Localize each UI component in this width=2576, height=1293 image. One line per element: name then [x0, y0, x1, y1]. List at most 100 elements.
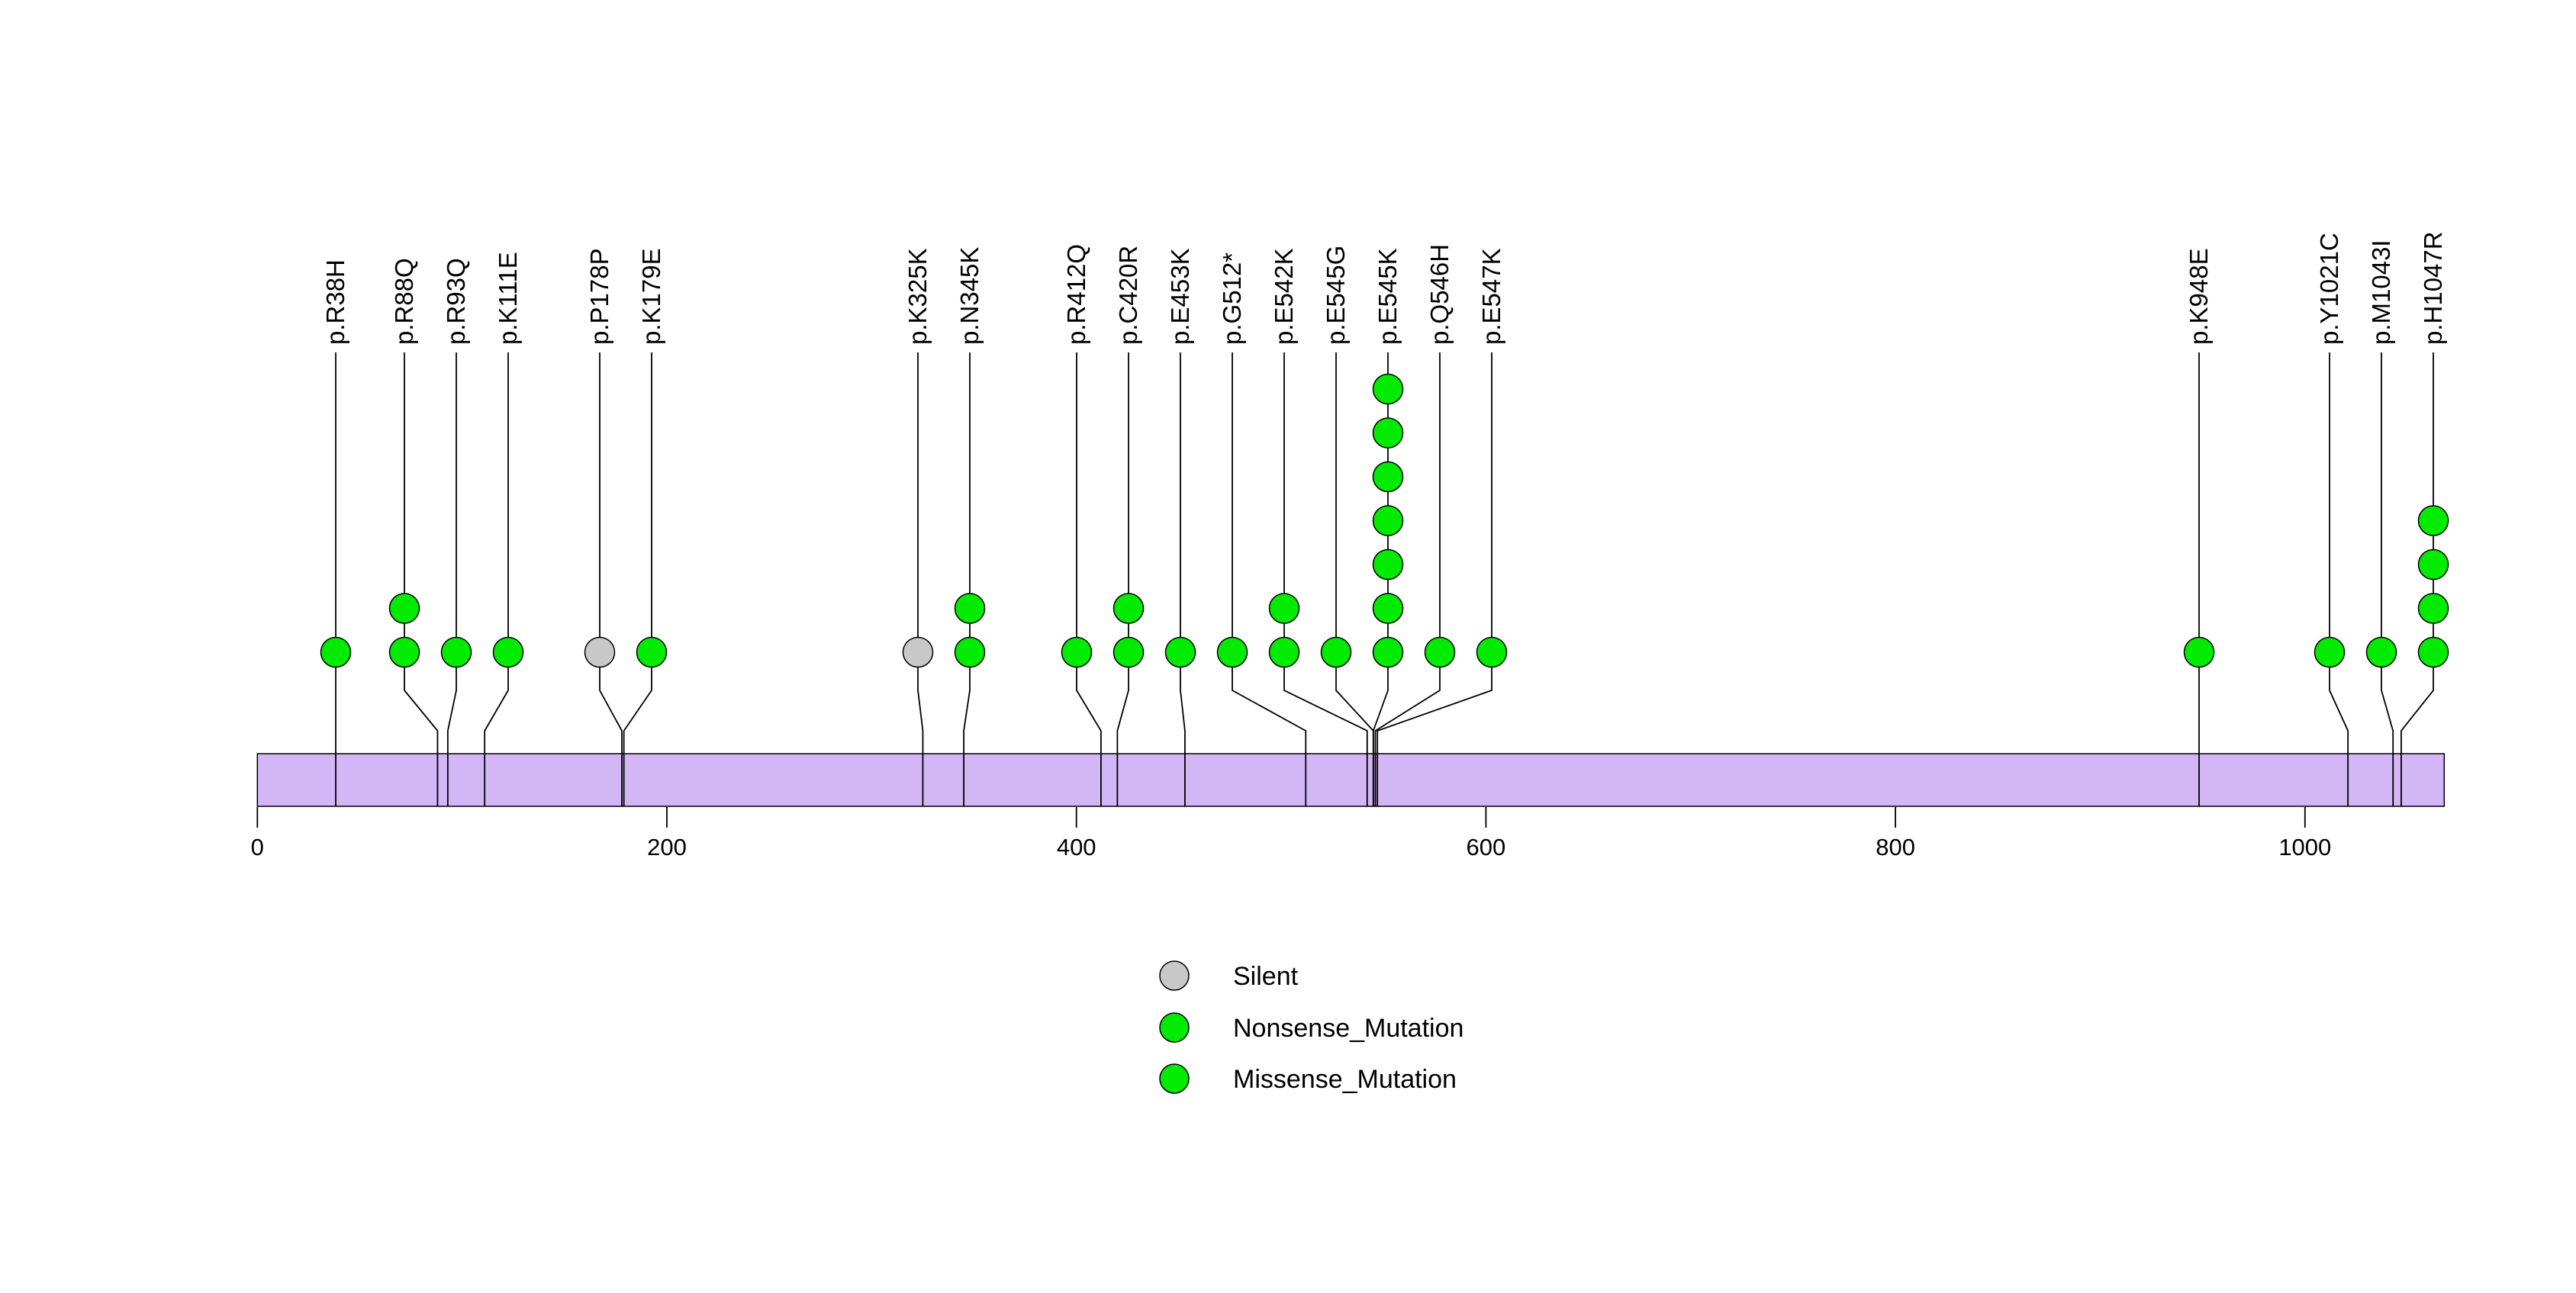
lollipop-stem	[1180, 352, 1186, 806]
mutation-label: p.K325K	[903, 248, 932, 345]
lollipop-stem	[599, 352, 623, 806]
mutation-label: p.K111E	[494, 252, 522, 345]
legend-swatch-circle	[1159, 1012, 1190, 1043]
legend-item-Nonsense_Mutation: Nonsense_Mutation	[1159, 1012, 1463, 1043]
mutation-circle	[1061, 636, 1093, 668]
mutation-circle	[492, 636, 524, 668]
mutation-circle	[1113, 636, 1145, 668]
lollipop-p.R88Q: p.R88Q	[388, 258, 439, 806]
axis-tick-label: 800	[1876, 834, 1915, 860]
lollipop-stem	[484, 352, 509, 806]
lollipop-p.Y1021C: p.Y1021C	[2314, 233, 2349, 806]
mutation-circle	[1372, 593, 1404, 624]
lollipop-stem	[1283, 352, 1368, 806]
lollipop-stem	[1076, 352, 1102, 806]
lollipop-p.R38H: p.R38H	[320, 259, 352, 806]
lollipop-p.C420R: p.C420R	[1113, 246, 1145, 806]
lollipop-p.Q546H: p.Q546H	[1374, 244, 1456, 806]
mutation-label: p.M1043I	[2367, 240, 2395, 345]
axis-tick-label: 200	[647, 834, 687, 860]
mutation-circle	[2417, 548, 2449, 581]
lollipop-stem	[2401, 352, 2434, 806]
mutation-label: p.E545K	[1373, 248, 1402, 345]
mutation-label: p.R412Q	[1062, 244, 1090, 345]
mutation-label: p.K179E	[637, 248, 665, 345]
mutation-circle	[1372, 417, 1404, 449]
mutation-label: p.C420R	[1114, 246, 1142, 345]
mutation-label: p.R93Q	[442, 258, 470, 345]
lollipop-stem	[1374, 352, 1441, 806]
mutation-label: p.K948E	[2185, 248, 2213, 345]
mutation-label: p.R88Q	[390, 258, 418, 345]
mutation-label: p.E547K	[1477, 248, 1505, 345]
lollipop-stem	[963, 352, 971, 806]
axis-tick-label: 600	[1467, 834, 1506, 860]
mutation-label: p.E545G	[1322, 246, 1350, 345]
mutation-circle	[1372, 373, 1404, 405]
mutation-circle	[2365, 636, 2397, 668]
lollipop-p.E542K: p.E542K	[1268, 248, 1368, 806]
lollipop-p.R412Q: p.R412Q	[1061, 244, 1102, 806]
mutation-circle	[1372, 505, 1404, 536]
lollipop-p.P178P: p.P178P	[584, 248, 623, 806]
mutation-circle	[2183, 636, 2215, 668]
mutation-circle	[2417, 593, 2449, 624]
mutation-label: p.Y1021C	[2315, 233, 2343, 345]
mutation-label: p.N345K	[955, 247, 984, 345]
mutation-circle	[636, 636, 668, 668]
mutation-circle	[1476, 636, 1508, 668]
lollipop-p.E545K: p.E545K	[1372, 248, 1404, 806]
lollipop-p.M1043I: p.M1043I	[2365, 240, 2397, 806]
mutation-circle	[1113, 593, 1145, 624]
lollipop-stem	[2329, 352, 2349, 806]
lollipop-stem	[1232, 352, 1307, 806]
mutation-label: p.P178P	[585, 248, 613, 345]
mutation-circle	[1372, 548, 1404, 581]
lollipop-stem	[1377, 352, 1492, 806]
lollipop-p.K111E: p.K111E	[484, 252, 524, 806]
lollipop-stem	[446, 352, 457, 806]
mutation-label: p.Q546H	[1425, 244, 1454, 345]
mutation-circle	[1164, 636, 1196, 668]
protein-bar	[256, 753, 2446, 807]
mutation-circle	[584, 636, 616, 668]
lollipop-p.K179E: p.K179E	[623, 248, 668, 806]
lollipop-p.K325K: p.K325K	[902, 248, 934, 806]
mutation-circle	[1424, 636, 1456, 668]
lollipop-stem	[623, 352, 652, 806]
lollipop-p.H1047R: p.H1047R	[2401, 231, 2449, 806]
legend-label: Missense_Mutation	[1233, 1065, 1457, 1094]
lollipop-p.N345K: p.N345K	[954, 247, 986, 806]
lollipop-stem	[917, 352, 924, 806]
mutation-circle	[1372, 636, 1404, 668]
mutation-circle	[954, 593, 986, 624]
mutation-circle	[388, 636, 420, 668]
lollipop-stem	[1116, 352, 1129, 806]
mutation-circle	[388, 593, 420, 624]
mutation-circle	[1372, 461, 1404, 493]
mutation-circle	[440, 636, 472, 668]
axis-tick-label: 1000	[2278, 834, 2331, 860]
mutation-label: p.G512*	[1218, 252, 1246, 345]
axis-tick-label: 400	[1057, 834, 1096, 860]
mutation-circle	[1216, 636, 1248, 668]
lollipop-p.E545G: p.E545G	[1320, 246, 1374, 806]
lollipop-stem	[2381, 352, 2394, 806]
mutation-label: p.E453K	[1166, 248, 1194, 345]
mutation-circle	[2417, 636, 2449, 668]
axis-tick-label: 0	[251, 834, 264, 860]
mutation-label: p.R38H	[321, 259, 349, 345]
lollipop-stem	[404, 352, 439, 806]
mutation-circle	[954, 636, 986, 668]
legend-item-Missense_Mutation: Missense_Mutation	[1159, 1063, 1457, 1094]
legend-label: Nonsense_Mutation	[1233, 1014, 1463, 1043]
mutation-circle	[1268, 593, 1300, 624]
mutation-circle	[2314, 636, 2346, 668]
mutation-label: p.H1047R	[2419, 231, 2447, 345]
lollipop-p.E547K: p.E547K	[1377, 248, 1508, 806]
lollipop-p.E453K: p.E453K	[1164, 248, 1196, 806]
lollipop-p.G512*: p.G512*	[1216, 252, 1307, 806]
